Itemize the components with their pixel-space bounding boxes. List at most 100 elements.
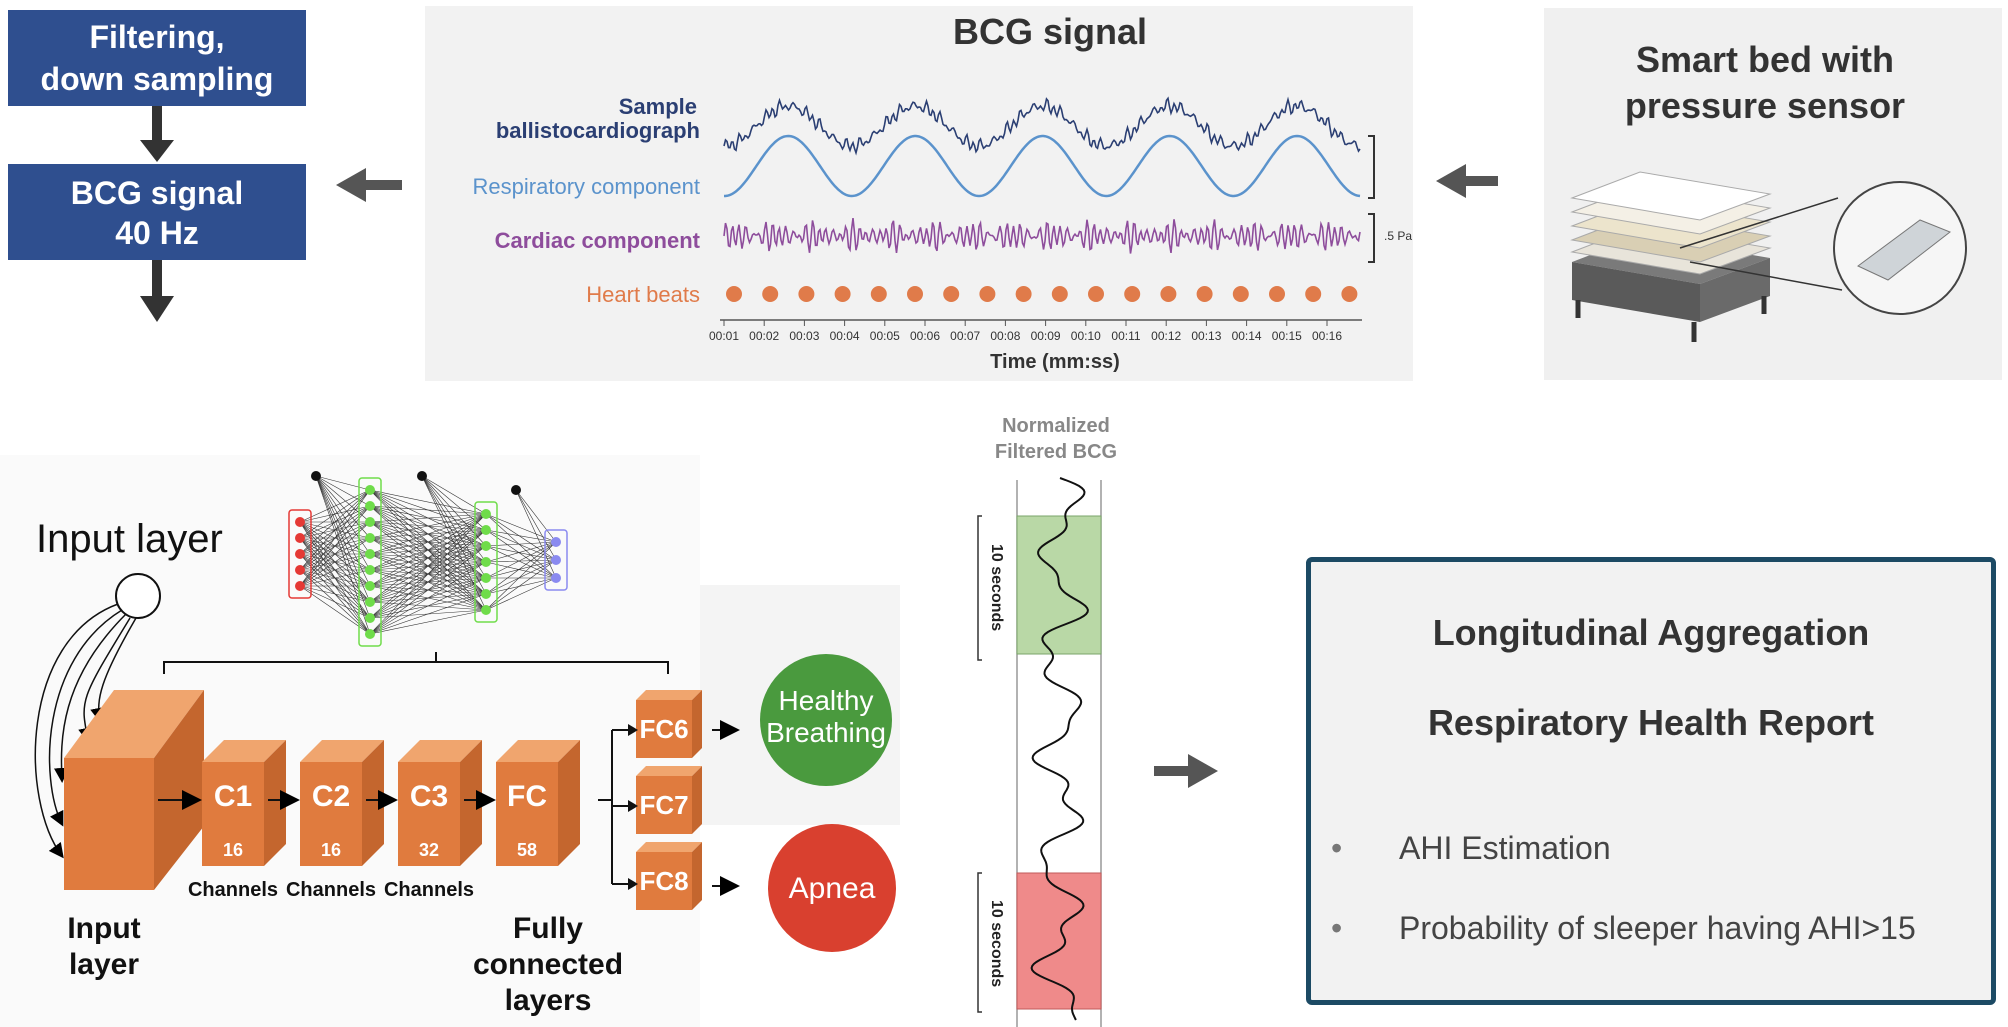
- fc-caption-3: layers: [505, 984, 592, 1017]
- window-label-2: 10 seconds: [988, 900, 1005, 987]
- time-tick-label: 00:14: [1232, 329, 1262, 343]
- heartbeat-dot: [1196, 286, 1213, 302]
- time-tick-label: 00:15: [1272, 329, 1302, 343]
- bed-title-line2: pressure sensor: [1625, 85, 1905, 126]
- respiratory-wave: [724, 134, 1361, 198]
- mlp-node: [295, 581, 305, 591]
- heartbeat-dot: [870, 286, 887, 302]
- mlp-node: [481, 589, 491, 599]
- time-tick-label: 00:11: [1111, 329, 1140, 343]
- bias-node: [511, 485, 521, 495]
- left-arrow-icon: [1436, 164, 1498, 198]
- pipeline-step-filtering-line1: Filtering,: [89, 19, 224, 55]
- heartbeat-dot: [726, 286, 742, 302]
- input-caption-1: Input: [67, 912, 140, 945]
- heartbeat-dot: [1124, 286, 1141, 302]
- input-layer-title: Input layer: [36, 517, 223, 561]
- mlp-node: [365, 629, 375, 639]
- network-panel: Input layer: [0, 455, 900, 1027]
- scale-bracket: [1368, 135, 1375, 199]
- block-name: C1: [214, 780, 252, 813]
- block-channels: 16: [223, 840, 243, 860]
- block-channels: 16: [321, 840, 341, 860]
- time-tick-label: 00:04: [830, 329, 860, 343]
- normalized-wave: [1030, 477, 1089, 1021]
- channels-label: Channels: [384, 879, 474, 901]
- healthy-breathing-node: Healthy Breathing: [760, 654, 892, 786]
- heartbeat-dot: [907, 286, 923, 302]
- heartbeat-dot: [834, 286, 851, 302]
- bias-node: [311, 471, 321, 481]
- mlp-node: [365, 565, 375, 575]
- normalized-title-1: Normalized: [1002, 415, 1110, 437]
- mlp-node: [295, 565, 305, 575]
- input-node: [115, 573, 161, 619]
- time-tick-label: 00:10: [1071, 329, 1101, 343]
- bullet-icon: •: [1331, 910, 1343, 946]
- smart-bed-icon: [1570, 171, 1967, 342]
- heartbeat-dot: [1015, 286, 1032, 302]
- scale-label: .5 Pa: [1384, 229, 1412, 243]
- time-axis-label: Time (mm:ss): [990, 351, 1120, 373]
- mlp-node: [551, 537, 561, 547]
- report-item-probability-text: Probability of sleeper having AHI>15: [1399, 910, 1916, 946]
- heartbeat-dots: [726, 286, 1358, 302]
- bias-node: [417, 471, 427, 481]
- report-item-ahi: • AHI Estimation: [1331, 830, 1611, 867]
- report-item-probability: • Probability of sleeper having AHI>15: [1331, 910, 1916, 947]
- fc-output-fc6: FC6: [636, 690, 702, 758]
- report-title-health: Respiratory Health Report: [1427, 702, 1875, 743]
- mlp-node: [295, 517, 305, 527]
- normalized-title-2: Filtered BCG: [995, 441, 1117, 463]
- input-caption-2: layer: [69, 948, 139, 981]
- mlp-node: [551, 555, 561, 565]
- mlp-node: [365, 597, 375, 607]
- bed-panel: Smart bed with pressure sensor: [1544, 8, 2002, 380]
- channels-label: Channels: [188, 879, 278, 901]
- time-tick-label: 00:12: [1151, 329, 1181, 343]
- report-panel: Longitudinal Aggregation Respiratory Hea…: [1306, 557, 1996, 1005]
- cardiac-wave: [723, 218, 1361, 254]
- mlp-node: [365, 501, 375, 511]
- mlp-illustration: [288, 471, 568, 647]
- mlp-node: [481, 605, 491, 615]
- bullet-icon: •: [1331, 830, 1343, 866]
- time-tick-label: 00:05: [870, 329, 900, 343]
- mlp-node: [365, 533, 375, 543]
- mlp-node: [365, 517, 375, 527]
- normalized-bcg: Normalized Filtered BCG 10 seconds 10 se…: [977, 415, 1117, 1027]
- fc-caption-1: Fully: [513, 912, 583, 945]
- time-tick-label: 00:06: [910, 329, 940, 343]
- pipeline-step-filtering: [8, 10, 306, 106]
- block-channels: 58: [517, 840, 537, 860]
- down-arrow-icon: [140, 296, 174, 322]
- report-title-aggregation: Longitudinal Aggregation: [1432, 612, 1870, 653]
- mlp-node: [365, 549, 375, 559]
- apnea-label: Apnea: [789, 872, 876, 905]
- time-tick-label: 00:09: [1031, 329, 1061, 343]
- label-respiratory: Respiratory component: [473, 174, 700, 199]
- time-tick-label: 00:16: [1312, 329, 1342, 343]
- heartbeat-dot: [1305, 286, 1322, 302]
- label-heartbeats: Heart beats: [586, 282, 700, 307]
- label-sample: Sample: [619, 94, 697, 119]
- label-cardiac: Cardiac component: [495, 228, 701, 253]
- block-c2: C2 16: [300, 740, 384, 866]
- fc-output-label: FC8: [639, 866, 688, 896]
- block-channels: 32: [419, 840, 439, 860]
- report-item-ahi-text: AHI Estimation: [1399, 830, 1611, 866]
- bcg-panel-title: BCG signal: [953, 11, 1147, 52]
- fc-output-fc7: FC7: [636, 766, 702, 834]
- heartbeat-dot: [1341, 286, 1358, 302]
- mlp-node: [481, 525, 491, 535]
- pipeline-step-bcg-line1: BCG signal: [71, 175, 243, 211]
- heartbeat-dot: [762, 286, 779, 302]
- block-name: C2: [312, 780, 350, 813]
- channels-label: Channels: [286, 879, 376, 901]
- heartbeat-dot: [1051, 286, 1068, 302]
